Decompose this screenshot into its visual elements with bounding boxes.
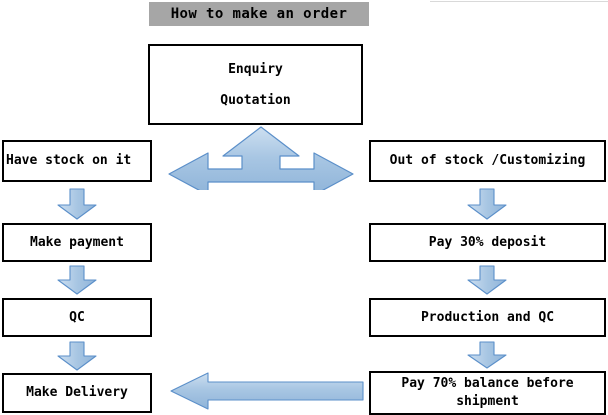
box-make-payment-label: Make payment — [30, 234, 124, 250]
box-production-qc-label: Production and QC — [420, 309, 555, 325]
arrow-left-icon — [170, 371, 364, 411]
box-have-stock-label: Have stock on it — [6, 153, 132, 168]
box-enquiry-line1: Enquiry — [228, 61, 283, 77]
page-title: How to make an order — [170, 6, 348, 22]
box-have-stock-on-it[interactable]: Have stock on it — [2, 140, 152, 182]
box-qc-label: QC — [69, 309, 85, 325]
box-pay-30-deposit[interactable]: Pay 30% deposit — [369, 223, 606, 262]
arrow-down-icon — [55, 188, 99, 220]
arrow-down-icon — [55, 341, 99, 371]
box-enquiry-quotation[interactable]: Enquiry Quotation — [148, 44, 363, 125]
box-out-of-stock-label: Out of stock /Customizing — [389, 153, 586, 168]
arrow-down-icon — [465, 341, 509, 369]
box-pay-70-balance[interactable]: Pay 70% balance before shipment — [369, 371, 606, 415]
top-divider-rule — [430, 1, 608, 2]
arrow-down-icon — [55, 265, 99, 295]
box-make-delivery[interactable]: Make Delivery — [2, 373, 152, 413]
box-production-and-qc[interactable]: Production and QC — [369, 298, 606, 337]
box-enquiry-line2: Quotation — [220, 92, 291, 108]
arrow-down-icon — [465, 265, 509, 295]
box-make-delivery-label: Make Delivery — [26, 385, 128, 400]
box-pay-deposit-label: Pay 30% deposit — [428, 234, 547, 250]
box-qc[interactable]: QC — [2, 298, 152, 337]
box-out-of-stock-customizing[interactable]: Out of stock /Customizing — [369, 140, 606, 182]
box-make-payment[interactable]: Make payment — [2, 223, 152, 262]
arrow-down-icon — [465, 188, 509, 220]
arrow-up-left-right-icon — [168, 126, 354, 190]
box-pay-balance-label: Pay 70% balance before shipment — [401, 376, 574, 409]
chart-title-banner: How to make an order — [149, 2, 369, 26]
